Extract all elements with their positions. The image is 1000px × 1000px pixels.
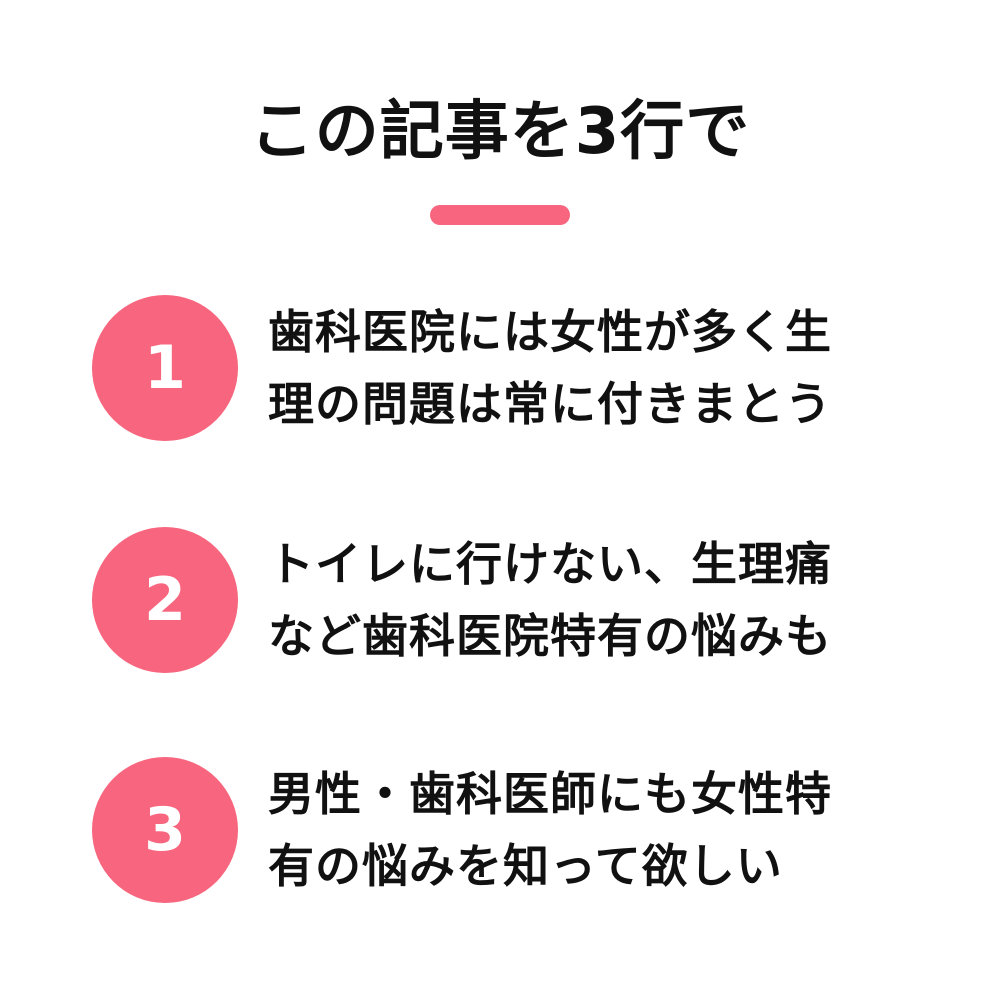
summary-text-2: トイレに行けない、生理痛 など歯科医院特有の悩みも bbox=[268, 528, 922, 672]
summary-text-2-line-2: など歯科医院特有の悩みも bbox=[268, 609, 832, 663]
summary-text-3: 男性・歯科医師にも女性特 有の悩みを知って欲しい bbox=[268, 758, 922, 902]
number-badge-2: 2 bbox=[92, 527, 238, 673]
number-badge-1: 1 bbox=[92, 295, 238, 441]
page-title: この記事を3行で bbox=[249, 95, 751, 169]
number-badge-3: 3 bbox=[92, 757, 238, 903]
summary-text-3-line-2: 有の悩みを知って欲しい bbox=[268, 839, 783, 893]
summary-text-1-line-2: 理の問題は常に付きまとう bbox=[268, 377, 832, 431]
summary-item-1: 1 歯科医院には女性が多く生 理の問題は常に付きまとう bbox=[92, 290, 922, 450]
title-underline bbox=[430, 205, 570, 225]
summary-text-1-line-1: 歯科医院には女性が多く生 bbox=[268, 305, 832, 359]
summary-item-3: 3 男性・歯科医師にも女性特 有の悩みを知って欲しい bbox=[92, 752, 922, 912]
summary-text-3-line-1: 男性・歯科医師にも女性特 bbox=[268, 767, 832, 821]
summary-text-2-line-1: トイレに行けない、生理痛 bbox=[268, 537, 832, 591]
summary-text-1: 歯科医院には女性が多く生 理の問題は常に付きまとう bbox=[268, 296, 922, 440]
summary-item-2: 2 トイレに行けない、生理痛 など歯科医院特有の悩みも bbox=[92, 522, 922, 682]
